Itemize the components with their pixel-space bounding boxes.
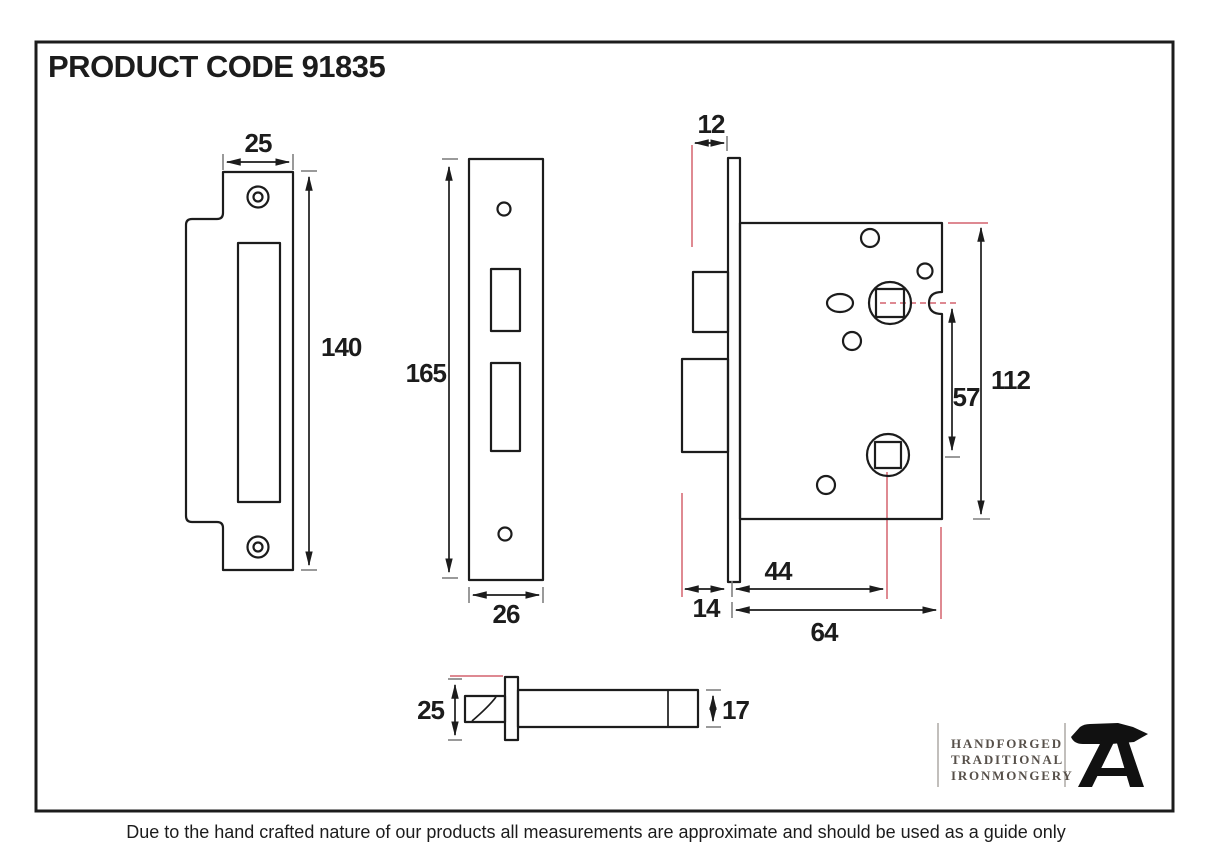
follower-centres-dim: 57 <box>953 382 980 412</box>
keep-screw-hole-bottom <box>246 535 270 559</box>
keep-height-dim: 140 <box>321 332 362 362</box>
latch-bolt <box>691 270 730 334</box>
latch-side-view: 25 17 <box>417 675 750 742</box>
slot-hole <box>825 292 855 314</box>
keep-width-dim: 25 <box>245 128 272 158</box>
product-code-label: PRODUCT CODE 91835 <box>48 49 386 84</box>
keep-plate-view: 25 140 <box>184 128 363 572</box>
anvil-logo-icon <box>1071 723 1148 787</box>
keep-cutout <box>236 241 282 504</box>
latch-shaft <box>516 688 700 729</box>
faceplate-bolt-cutout <box>489 361 522 453</box>
fixing-hole-2 <box>916 262 934 280</box>
faceplate-outline <box>467 157 545 582</box>
logo-text-line2: TRADITIONAL <box>951 752 1064 767</box>
fixing-hole-1 <box>859 227 881 249</box>
faceplate-width-dim: 26 <box>493 599 520 629</box>
faceplate-lip-dim: 14 <box>693 593 721 623</box>
backset-dim: 44 <box>765 556 793 586</box>
fixing-hole-4 <box>815 474 837 496</box>
faceplate-screw-hole-top <box>496 201 512 217</box>
lock-body-outline <box>738 221 944 521</box>
drawing-border <box>34 40 1175 813</box>
faceplate-view: 165 26 <box>406 157 545 629</box>
disclaimer-text: Due to the hand crafted nature of our pr… <box>126 822 1066 842</box>
latch-head-dim: 25 <box>417 695 444 725</box>
case-height-dim: 112 <box>991 365 1030 395</box>
spindle-follower-bottom <box>865 432 911 478</box>
spindle-square-top <box>874 287 906 319</box>
latch-shaft-dim: 17 <box>722 695 749 725</box>
fixing-hole-3 <box>841 330 863 352</box>
faceplate-height-dim: 165 <box>406 358 447 388</box>
spindle-follower-top <box>867 280 913 326</box>
brand-logo: HANDFORGED TRADITIONAL IRONMONGERY <box>937 723 1148 787</box>
keep-screw-hole-top <box>246 185 270 209</box>
case-depth-dim: 64 <box>811 617 839 647</box>
logo-text-line1: HANDFORGED <box>951 736 1063 751</box>
keep-screw-hole-bottom-inner <box>252 541 264 553</box>
case-faceplate-bar <box>726 156 742 584</box>
keep-plate-outline <box>184 170 295 572</box>
logo-text-line3: IRONMONGERY <box>951 768 1074 783</box>
dead-bolt <box>680 357 730 454</box>
faceplate-latch-cutout <box>489 267 522 333</box>
spindle-square-bottom <box>873 440 903 470</box>
latch-bevel-curve <box>471 696 497 722</box>
latch-flange <box>503 675 520 742</box>
keep-screw-hole-top-inner <box>252 191 264 203</box>
lock-case-view: 12 112 57 14 44 64 <box>680 109 1031 647</box>
faceplate-screw-hole-bottom <box>497 526 513 542</box>
case-top-offset-dim: 12 <box>698 109 725 139</box>
